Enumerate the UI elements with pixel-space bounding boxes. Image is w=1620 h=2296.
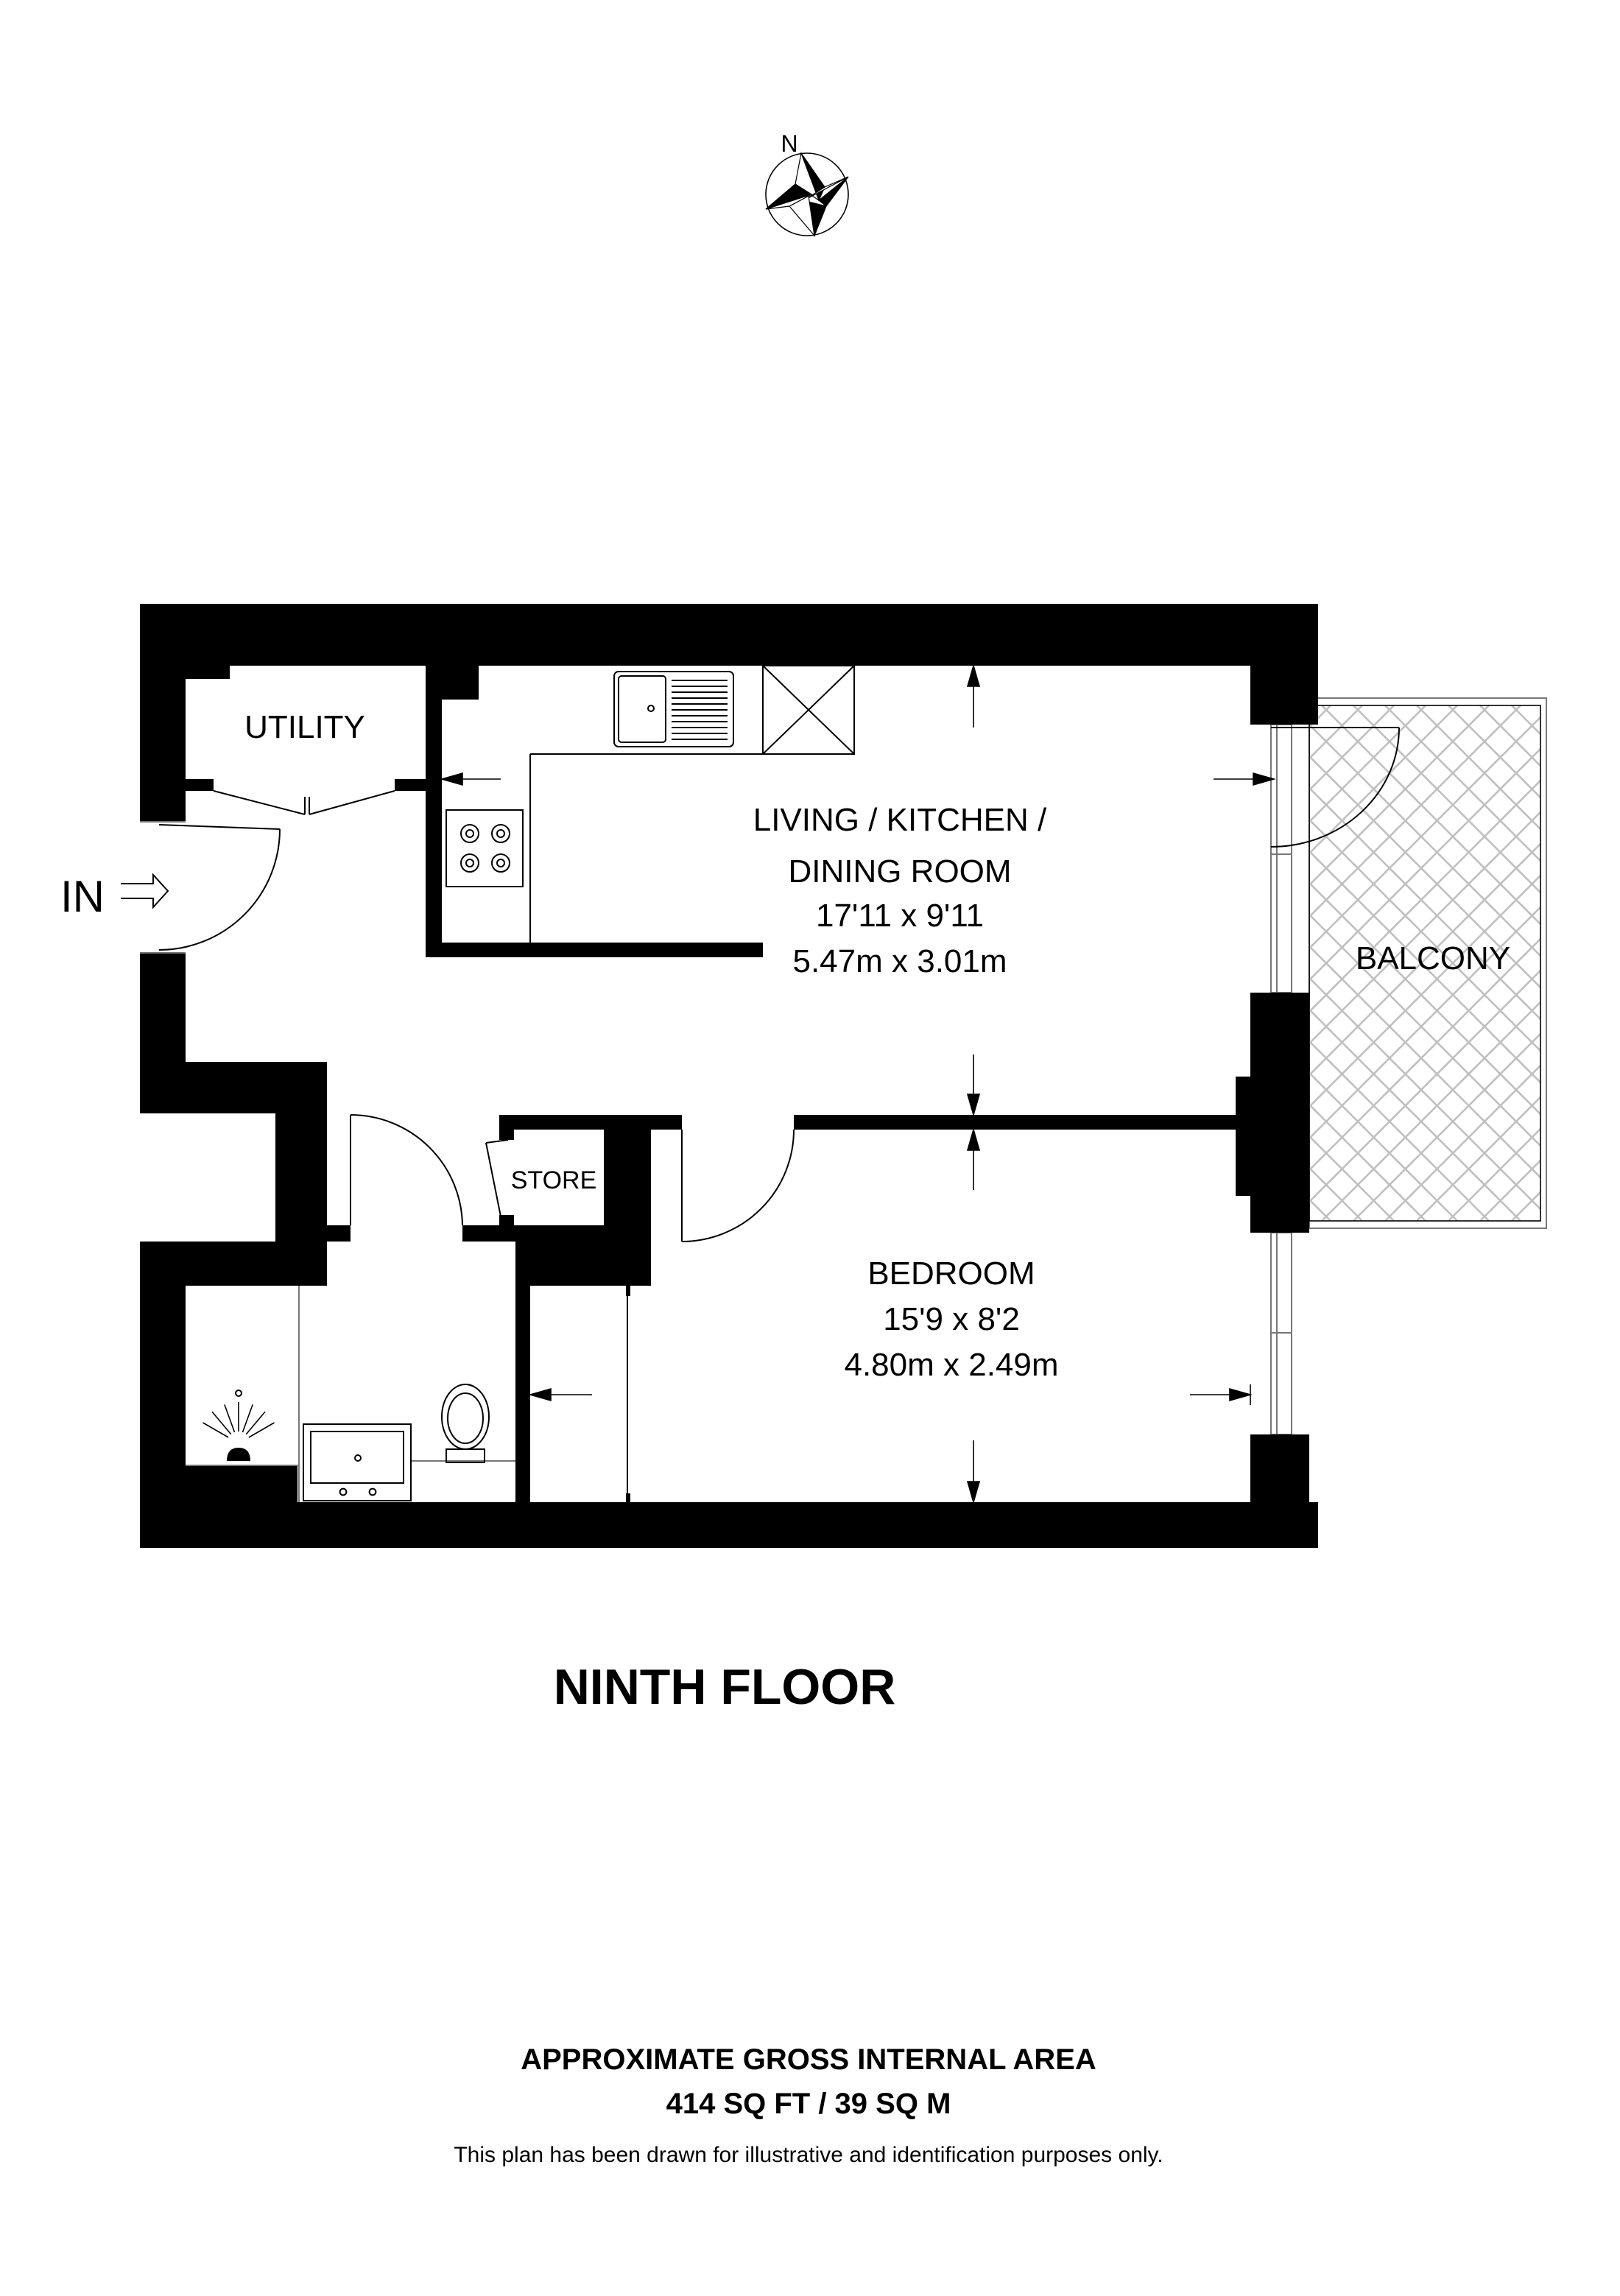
walls bbox=[140, 604, 1318, 1548]
washbasin-icon bbox=[303, 1423, 412, 1501]
shower-spray-line bbox=[224, 1404, 236, 1433]
hatch-line bbox=[1309, 1040, 1490, 1221]
hatch-line bbox=[1511, 705, 1540, 736]
hatch-line bbox=[1353, 705, 1540, 894]
hatch-line bbox=[1321, 705, 1540, 926]
hatch-line bbox=[1309, 705, 1490, 887]
hatch-line bbox=[1543, 705, 1620, 1221]
hatch-line bbox=[1416, 705, 1540, 831]
shower-spray-line bbox=[211, 1411, 232, 1435]
hatch-line bbox=[1309, 842, 1540, 1077]
bedroom-door bbox=[681, 1129, 795, 1242]
living-dimensions-imperial: 17'11 x 9'11 bbox=[816, 898, 984, 934]
room-label-bedroom: BEDROOM bbox=[867, 1256, 1035, 1292]
hatch-line bbox=[1309, 779, 1540, 1013]
hatch-line bbox=[1416, 1096, 1540, 1221]
hatch-line bbox=[1309, 1103, 1426, 1221]
kitchen-counter bbox=[529, 753, 763, 943]
room-label-utility: UTILITY bbox=[244, 709, 365, 745]
hatch-line bbox=[1309, 969, 1540, 1203]
store-door bbox=[485, 1139, 509, 1217]
north-compass-star-icon: N bbox=[765, 130, 849, 237]
bathroom-door bbox=[350, 1114, 463, 1226]
toilet-icon bbox=[441, 1384, 490, 1463]
hatch-line bbox=[1607, 705, 1620, 1221]
hatch-line bbox=[1321, 1001, 1540, 1221]
hatch-line bbox=[1384, 1064, 1540, 1221]
entrance-door bbox=[140, 821, 281, 954]
north-label: N bbox=[781, 130, 797, 157]
hatch-line bbox=[1309, 976, 1540, 1211]
hatch-line bbox=[1309, 705, 1521, 918]
hatch-line bbox=[1309, 906, 1540, 1140]
hatch-line bbox=[1384, 705, 1540, 862]
disclaimer: This plan has been drawn for illustrativ… bbox=[454, 2143, 1163, 2167]
hatch-line bbox=[1575, 705, 1620, 1221]
bedroom-dimensions-imperial: 15'9 x 8'2 bbox=[883, 1301, 1020, 1337]
hatch-line bbox=[1511, 1191, 1540, 1221]
area-value: 414 SQ FT / 39 SQ M bbox=[666, 2088, 951, 2120]
room-label-balcony: BALCONY bbox=[1356, 940, 1510, 976]
balcony-door bbox=[1270, 727, 1400, 848]
entrance-arrow-icon bbox=[121, 873, 169, 909]
hatch-line bbox=[1543, 705, 1620, 1221]
floor-title: NINTH FLOOR bbox=[554, 1659, 896, 1715]
hatch-line bbox=[1607, 705, 1620, 1221]
shower-spray-line bbox=[202, 1422, 229, 1438]
area-heading: APPROXIMATE GROSS INTERNAL AREA bbox=[521, 2043, 1096, 2076]
utility-double-door bbox=[213, 790, 395, 815]
window-living bbox=[1270, 724, 1292, 993]
room-label-living-line2: DINING ROOM bbox=[788, 853, 1011, 890]
dimension-arrows bbox=[440, 663, 1276, 1504]
hatch-line bbox=[1309, 705, 1458, 855]
hatch-line bbox=[1309, 1008, 1521, 1221]
balcony: BALCONY bbox=[1309, 697, 1620, 1229]
balcony-hatch bbox=[1309, 705, 1620, 1221]
hatch-line bbox=[1448, 1127, 1540, 1221]
shower-spray-line bbox=[245, 1411, 266, 1435]
sink-icon bbox=[613, 671, 734, 747]
hatch-line bbox=[1309, 874, 1540, 1108]
room-label-living-line1: LIVING / KITCHEN / bbox=[753, 802, 1047, 838]
hob-icon bbox=[446, 809, 524, 887]
bedroom-dimensions-metric: 4.80m x 2.49m bbox=[844, 1347, 1058, 1383]
entrance-label: IN bbox=[60, 872, 105, 921]
hatch-line bbox=[1309, 723, 1540, 957]
fridge-icon bbox=[762, 665, 855, 755]
hatch-line bbox=[1309, 747, 1540, 982]
living-dimensions-metric: 5.47m x 3.01m bbox=[792, 943, 1007, 979]
hatch-line bbox=[1448, 705, 1540, 799]
hatch-line bbox=[1353, 1032, 1540, 1221]
room-label-store: STORE bbox=[511, 1166, 597, 1194]
window-bedroom bbox=[1270, 1232, 1292, 1435]
shower-spray-line bbox=[248, 1422, 275, 1438]
hatch-line bbox=[1309, 1071, 1458, 1221]
hatch-line bbox=[1309, 716, 1540, 950]
shower-spray-line bbox=[242, 1404, 253, 1433]
hatch-line bbox=[1309, 811, 1540, 1045]
hatch-line bbox=[1309, 937, 1540, 1172]
shower-icon bbox=[202, 1390, 275, 1461]
hatch-line bbox=[1309, 705, 1426, 823]
hatch-line bbox=[1575, 705, 1620, 1221]
bathroom-fittings bbox=[186, 1286, 515, 1502]
